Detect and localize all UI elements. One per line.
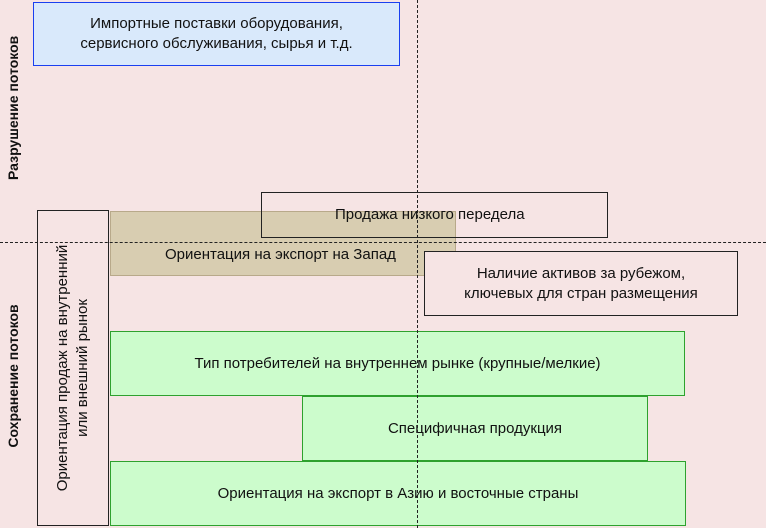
vertical-axis-line [417, 0, 418, 528]
box-imports: Импортные поставки оборудования, сервисн… [33, 2, 400, 66]
box-consumers: Тип потребителей на внутреннем рынке (кр… [110, 331, 685, 396]
horizontal-axis-line [0, 242, 766, 243]
axis-label-preservation: Сохранение потоков [5, 304, 21, 448]
box-domestic-orientation [37, 210, 109, 526]
box-specific: Специфичная продукция [302, 396, 648, 461]
box-low-processing-text: Продажа низкого передела [335, 206, 525, 223]
box-export-asia: Ориентация на экспорт в Азию и восточные… [110, 461, 686, 526]
box-low-processing: Продажа низкого передела [261, 192, 608, 238]
box-imports-text: Импортные поставки оборудования, сервисн… [80, 15, 353, 52]
box-export-west: Ориентация на экспорт на Запад [110, 211, 456, 276]
box-consumers-text: Тип потребителей на внутреннем рынке (кр… [194, 354, 601, 372]
box-specific-text: Специфичная продукция [387, 419, 563, 437]
box-domestic-orientation-text: Ориентация продаж на внутренний или внеш… [54, 244, 91, 492]
box-export-west-text: Ориентация на экспорт на Запад [165, 246, 396, 263]
box-assets-abroad-text: Наличие активов за рубежом, ключевых для… [464, 264, 698, 302]
axis-label-destruction: Разрушение потоков [5, 35, 21, 180]
box-assets-abroad: Наличие активов за рубежом, ключевых для… [424, 251, 738, 316]
box-export-asia-text: Ориентация на экспорт в Азию и восточные… [217, 484, 579, 502]
